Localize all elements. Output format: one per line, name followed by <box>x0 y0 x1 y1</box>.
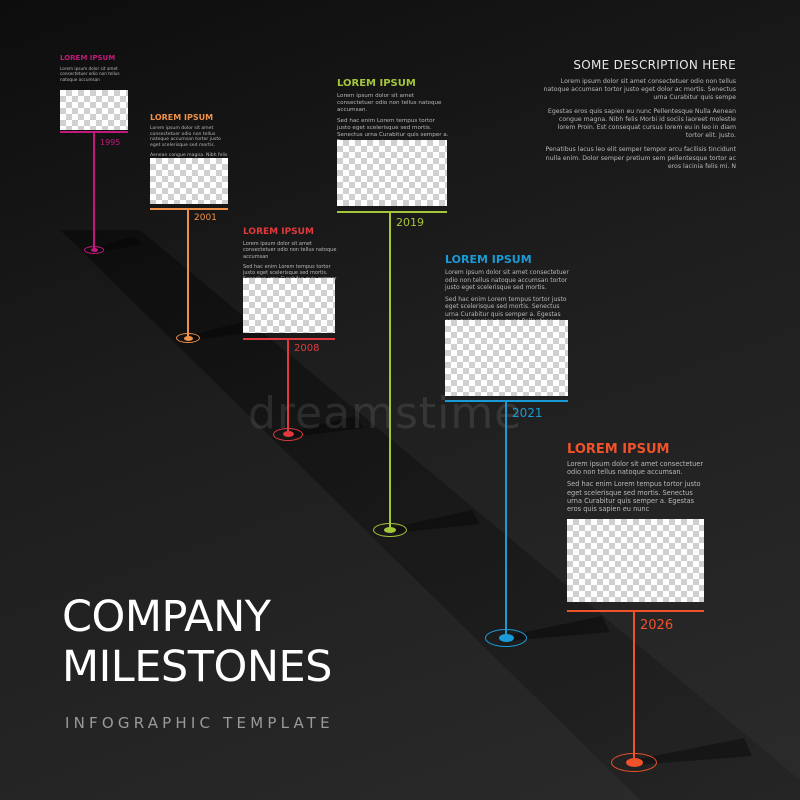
milestone-stem <box>505 400 507 638</box>
pin-shadow <box>390 510 480 533</box>
main-title-line-2: MILESTONES <box>62 642 332 692</box>
road-band <box>60 230 800 800</box>
milestone-base-dot <box>498 634 514 642</box>
milestone-title: LOREM IPSUM <box>243 227 314 237</box>
pin-shadows <box>94 236 752 765</box>
milestone-base-dot <box>90 248 98 252</box>
description-paragraph: Penatibus lacus leo elit semper tempor a… <box>545 146 736 170</box>
milestone-year: 2026 <box>640 618 674 633</box>
milestone-year: 2021 <box>512 406 543 420</box>
milestone-base-ring <box>485 629 527 647</box>
pin-shadow <box>188 322 250 341</box>
milestone-base-ring <box>176 333 200 343</box>
milestone-underline <box>150 208 228 210</box>
milestone-stem <box>633 610 635 762</box>
pin-shadow <box>506 616 610 641</box>
description-title: SOME DESCRIPTION HERE <box>573 58 736 72</box>
milestone-stem <box>389 211 391 530</box>
image-placeholder <box>150 158 228 204</box>
description-paragraph: Lorem ipsum dolor sit amet consectetuer … <box>543 78 736 102</box>
milestone-paragraph: Lorem ipsum dolor sit amet consectetuer … <box>243 241 337 260</box>
milestone-stem <box>93 131 95 250</box>
image-placeholder <box>567 519 704 602</box>
milestone-year: 2008 <box>294 343 320 354</box>
image-placeholder <box>60 90 128 130</box>
milestone-text: Lorem ipsum dolor sit amet consectetuer … <box>567 460 707 517</box>
milestone-base-dot <box>183 335 193 341</box>
milestone-base-ring <box>611 752 657 772</box>
milestone-year: 1995 <box>100 138 121 147</box>
image-placeholder <box>243 278 335 333</box>
description-block: SOME DESCRIPTION HERE Lorem ipsum dolor … <box>540 58 736 177</box>
image-placeholder <box>445 320 568 396</box>
milestone-year: 2001 <box>194 213 217 223</box>
milestone-title: LOREM IPSUM <box>337 78 416 89</box>
main-title: COMPANY MILESTONES <box>62 592 332 692</box>
image-placeholder <box>337 140 447 206</box>
milestone-base-ring <box>84 246 104 254</box>
milestone-base-dot <box>384 527 396 533</box>
milestone-paragraph: Sed hac enim Lorem tempus tortor justo e… <box>567 480 701 514</box>
milestone-base-dot <box>282 431 294 437</box>
milestone-paragraph: Lorem ipsum dolor sit amet consectetuer … <box>60 66 120 82</box>
milestone-stem <box>287 338 289 434</box>
milestone-text: Lorem ipsum dolor sit amet consectetuer … <box>60 66 130 86</box>
milestone-year: 2019 <box>396 216 424 229</box>
main-title-line-1: COMPANY <box>62 592 271 642</box>
milestone-stem <box>187 208 189 338</box>
milestone-underline <box>567 610 704 612</box>
milestone-title: LOREM IPSUM <box>60 54 116 62</box>
milestone-underline <box>337 211 447 213</box>
subtitle: INFOGRAPHIC TEMPLATE <box>65 714 334 732</box>
milestone-base-dot <box>625 757 643 767</box>
pin-shadow <box>288 416 364 437</box>
description-paragraph: Egestas eros quis sapien eu nunc Pellent… <box>547 108 736 140</box>
pin-shadow <box>634 738 752 765</box>
milestone-base-ring <box>373 523 407 537</box>
milestone-title: LOREM IPSUM <box>567 442 670 457</box>
milestone-paragraph: Lorem ipsum dolor sit amet consectetuer … <box>150 126 221 149</box>
milestone-title: LOREM IPSUM <box>150 113 214 122</box>
milestone-paragraph: Lorem ipsum dolor sit amet consectetuer … <box>567 460 704 477</box>
milestone-underline <box>243 338 335 340</box>
milestone-paragraph: Lorem ipsum dolor sit amet consectetuer … <box>445 269 569 291</box>
milestone-base-ring <box>273 427 303 441</box>
pin-shadow <box>94 236 142 253</box>
milestone-title: LOREM IPSUM <box>445 253 532 266</box>
milestone-paragraph: Lorem ipsum dolor sit amet consectetuer … <box>337 93 442 113</box>
